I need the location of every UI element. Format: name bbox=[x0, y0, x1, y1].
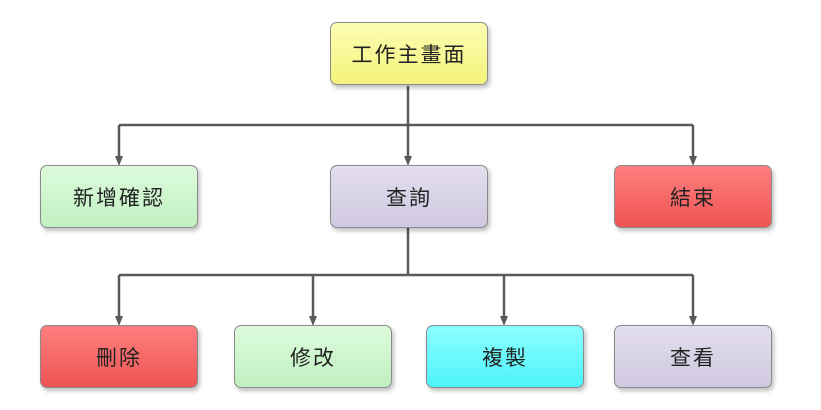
node-copy[interactable]: 複製 bbox=[426, 325, 584, 388]
node-add-confirm[interactable]: 新增確認 bbox=[40, 165, 198, 228]
node-query[interactable]: 查詢 bbox=[330, 165, 488, 228]
node-modify[interactable]: 修改 bbox=[234, 325, 392, 388]
node-exit[interactable]: 結束 bbox=[614, 165, 772, 228]
node-main-screen[interactable]: 工作主畫面 bbox=[330, 22, 488, 85]
node-delete[interactable]: 刪除 bbox=[40, 325, 198, 388]
node-view[interactable]: 查看 bbox=[614, 325, 772, 388]
